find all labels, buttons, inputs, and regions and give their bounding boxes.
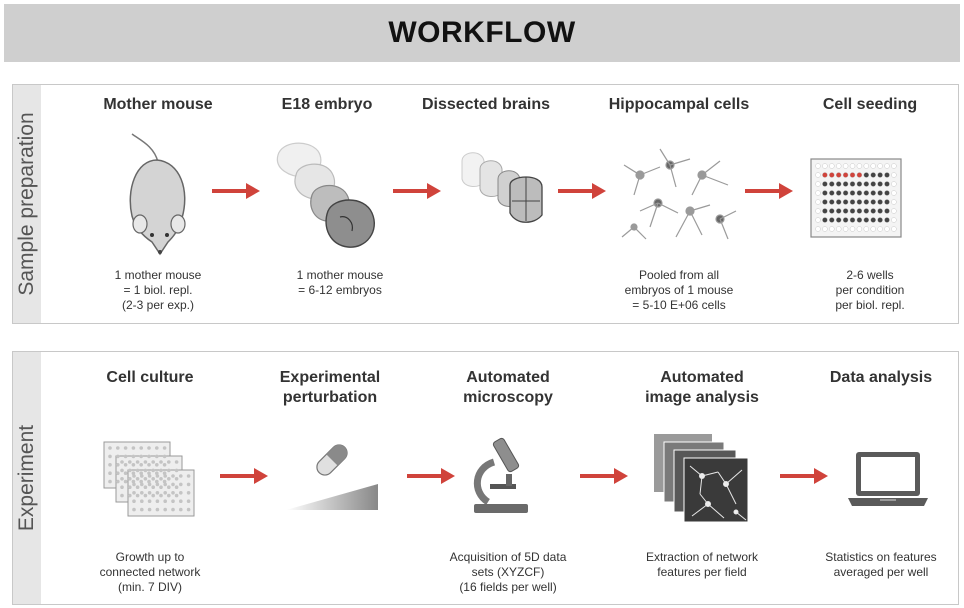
arrow-icon (220, 468, 268, 484)
well-plate-icon (810, 158, 902, 238)
sample-preparation-tab: Sample preparation (13, 85, 41, 323)
experiment-panel: Experiment (12, 351, 959, 605)
laptop-icon (848, 452, 928, 506)
step-title-hippocampal-cells: Hippocampal cells (608, 96, 750, 113)
step-title-data-analysis: Data analysis (829, 369, 933, 386)
step-title-e18-embryo: E18 embryo (281, 96, 373, 113)
arrow-icon (745, 183, 793, 199)
note-mother-mouse: 1 mother mouse= 1 biol. repl.(2-3 per ex… (114, 268, 202, 312)
arrow-icon (393, 183, 441, 199)
arrow-icon (780, 468, 828, 484)
plate-stack-icon (103, 441, 195, 517)
pill-gradient-icon (286, 444, 378, 510)
sample-preparation-panel: Sample preparation (12, 84, 959, 324)
step-title-cell-seeding: Cell seeding (822, 96, 918, 113)
step-title-mother-mouse: Mother mouse (103, 96, 213, 113)
note-e18-embryo: 1 mother mouse= 6-12 embryos (296, 268, 384, 297)
experiment-label: Experiment (15, 424, 38, 532)
microscope-icon (474, 437, 528, 513)
arrow-icon (212, 183, 260, 199)
mouse-icon (129, 133, 186, 256)
image-stack-icon (654, 434, 749, 523)
brain-icon (461, 152, 543, 223)
embryo-icon (276, 142, 375, 248)
page-title: WORKFLOW (388, 16, 576, 49)
step-title-cell-culture: Cell culture (106, 369, 194, 386)
arrow-icon (558, 183, 606, 199)
arrow-icon (580, 468, 628, 484)
step-title-dissected-brains: Dissected brains (421, 96, 551, 113)
arrow-icon (407, 468, 455, 484)
sample-preparation-label: Sample preparation (15, 112, 38, 296)
experiment-tab: Experiment (13, 352, 41, 604)
workflow-banner: WORKFLOW (4, 4, 960, 62)
neurons-icon (621, 148, 737, 240)
